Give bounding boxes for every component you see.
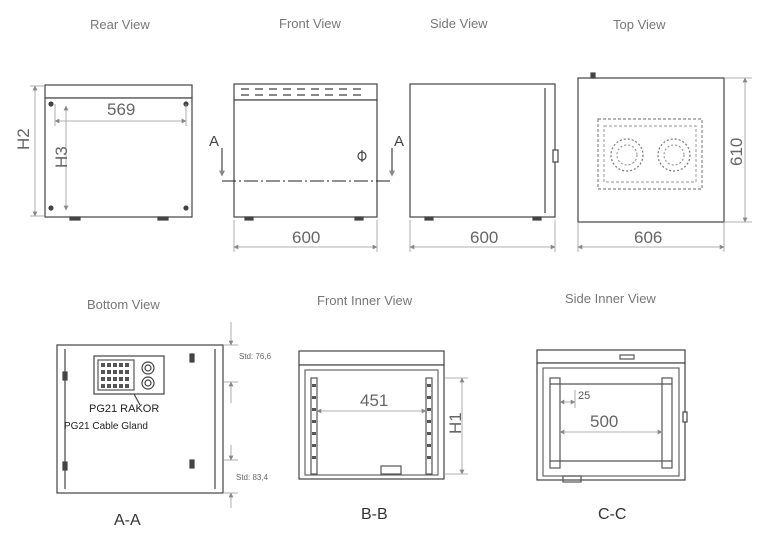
h1-label: H1 <box>446 412 465 434</box>
gland-grid <box>101 363 129 388</box>
cable-gland-label: PG21 Cable Gland <box>64 421 148 432</box>
section-a-right-label: A <box>394 133 405 150</box>
front-view-drawing <box>233 83 378 221</box>
side-dimension-lines <box>409 220 556 252</box>
rakor-label: PG21 RAKOR <box>89 403 160 415</box>
rear-dimension-lines <box>30 85 187 217</box>
bottom-std-dimensions <box>223 322 238 508</box>
side-inner-dimension-lines <box>559 390 663 435</box>
top-view-title: Top View <box>613 17 666 32</box>
h2-label: H2 <box>14 128 33 150</box>
front-inner-rail-holes <box>312 384 431 459</box>
side-width-label: 600 <box>470 228 499 247</box>
top-view-drawing <box>577 72 725 223</box>
rear-width-label: 569 <box>107 100 136 119</box>
std-top-label: Std: 76,6 <box>239 352 272 361</box>
side-inner-depth-label: 500 <box>590 412 619 431</box>
h3-label: H3 <box>52 146 71 168</box>
front-inner-dimension-lines <box>316 377 468 475</box>
inner-width-label: 451 <box>360 391 389 410</box>
front-view-title: Front View <box>279 16 341 31</box>
front-vent-slots <box>241 88 361 96</box>
section-bb-label: B-B <box>361 506 388 523</box>
top-dimension-lines <box>577 77 752 252</box>
front-width-label: 600 <box>292 228 321 247</box>
side-view-drawing <box>409 83 559 221</box>
rear-view-drawing <box>44 84 193 221</box>
front-inner-view-title: Front Inner View <box>317 293 413 308</box>
side-inner-view-drawing <box>536 349 688 483</box>
section-line-a <box>219 148 395 182</box>
section-aa-label: A-A <box>114 512 141 529</box>
side-inner-view-title: Side Inner View <box>565 291 656 306</box>
section-cc-label: C-C <box>598 506 627 523</box>
side-inner-offset-label: 25 <box>578 390 591 402</box>
bottom-view-drawing <box>56 344 224 494</box>
bottom-view-title: Bottom View <box>87 297 160 312</box>
top-width-label: 606 <box>634 228 663 247</box>
std-bottom-label: Std: 83,4 <box>236 473 269 482</box>
section-a-left-label: A <box>209 133 220 150</box>
front-inner-view-drawing <box>298 350 445 480</box>
top-depth-label: 610 <box>727 137 746 166</box>
rear-view-title: Rear View <box>90 17 150 32</box>
front-dimension-lines <box>233 220 378 252</box>
side-view-title: Side View <box>430 16 488 31</box>
